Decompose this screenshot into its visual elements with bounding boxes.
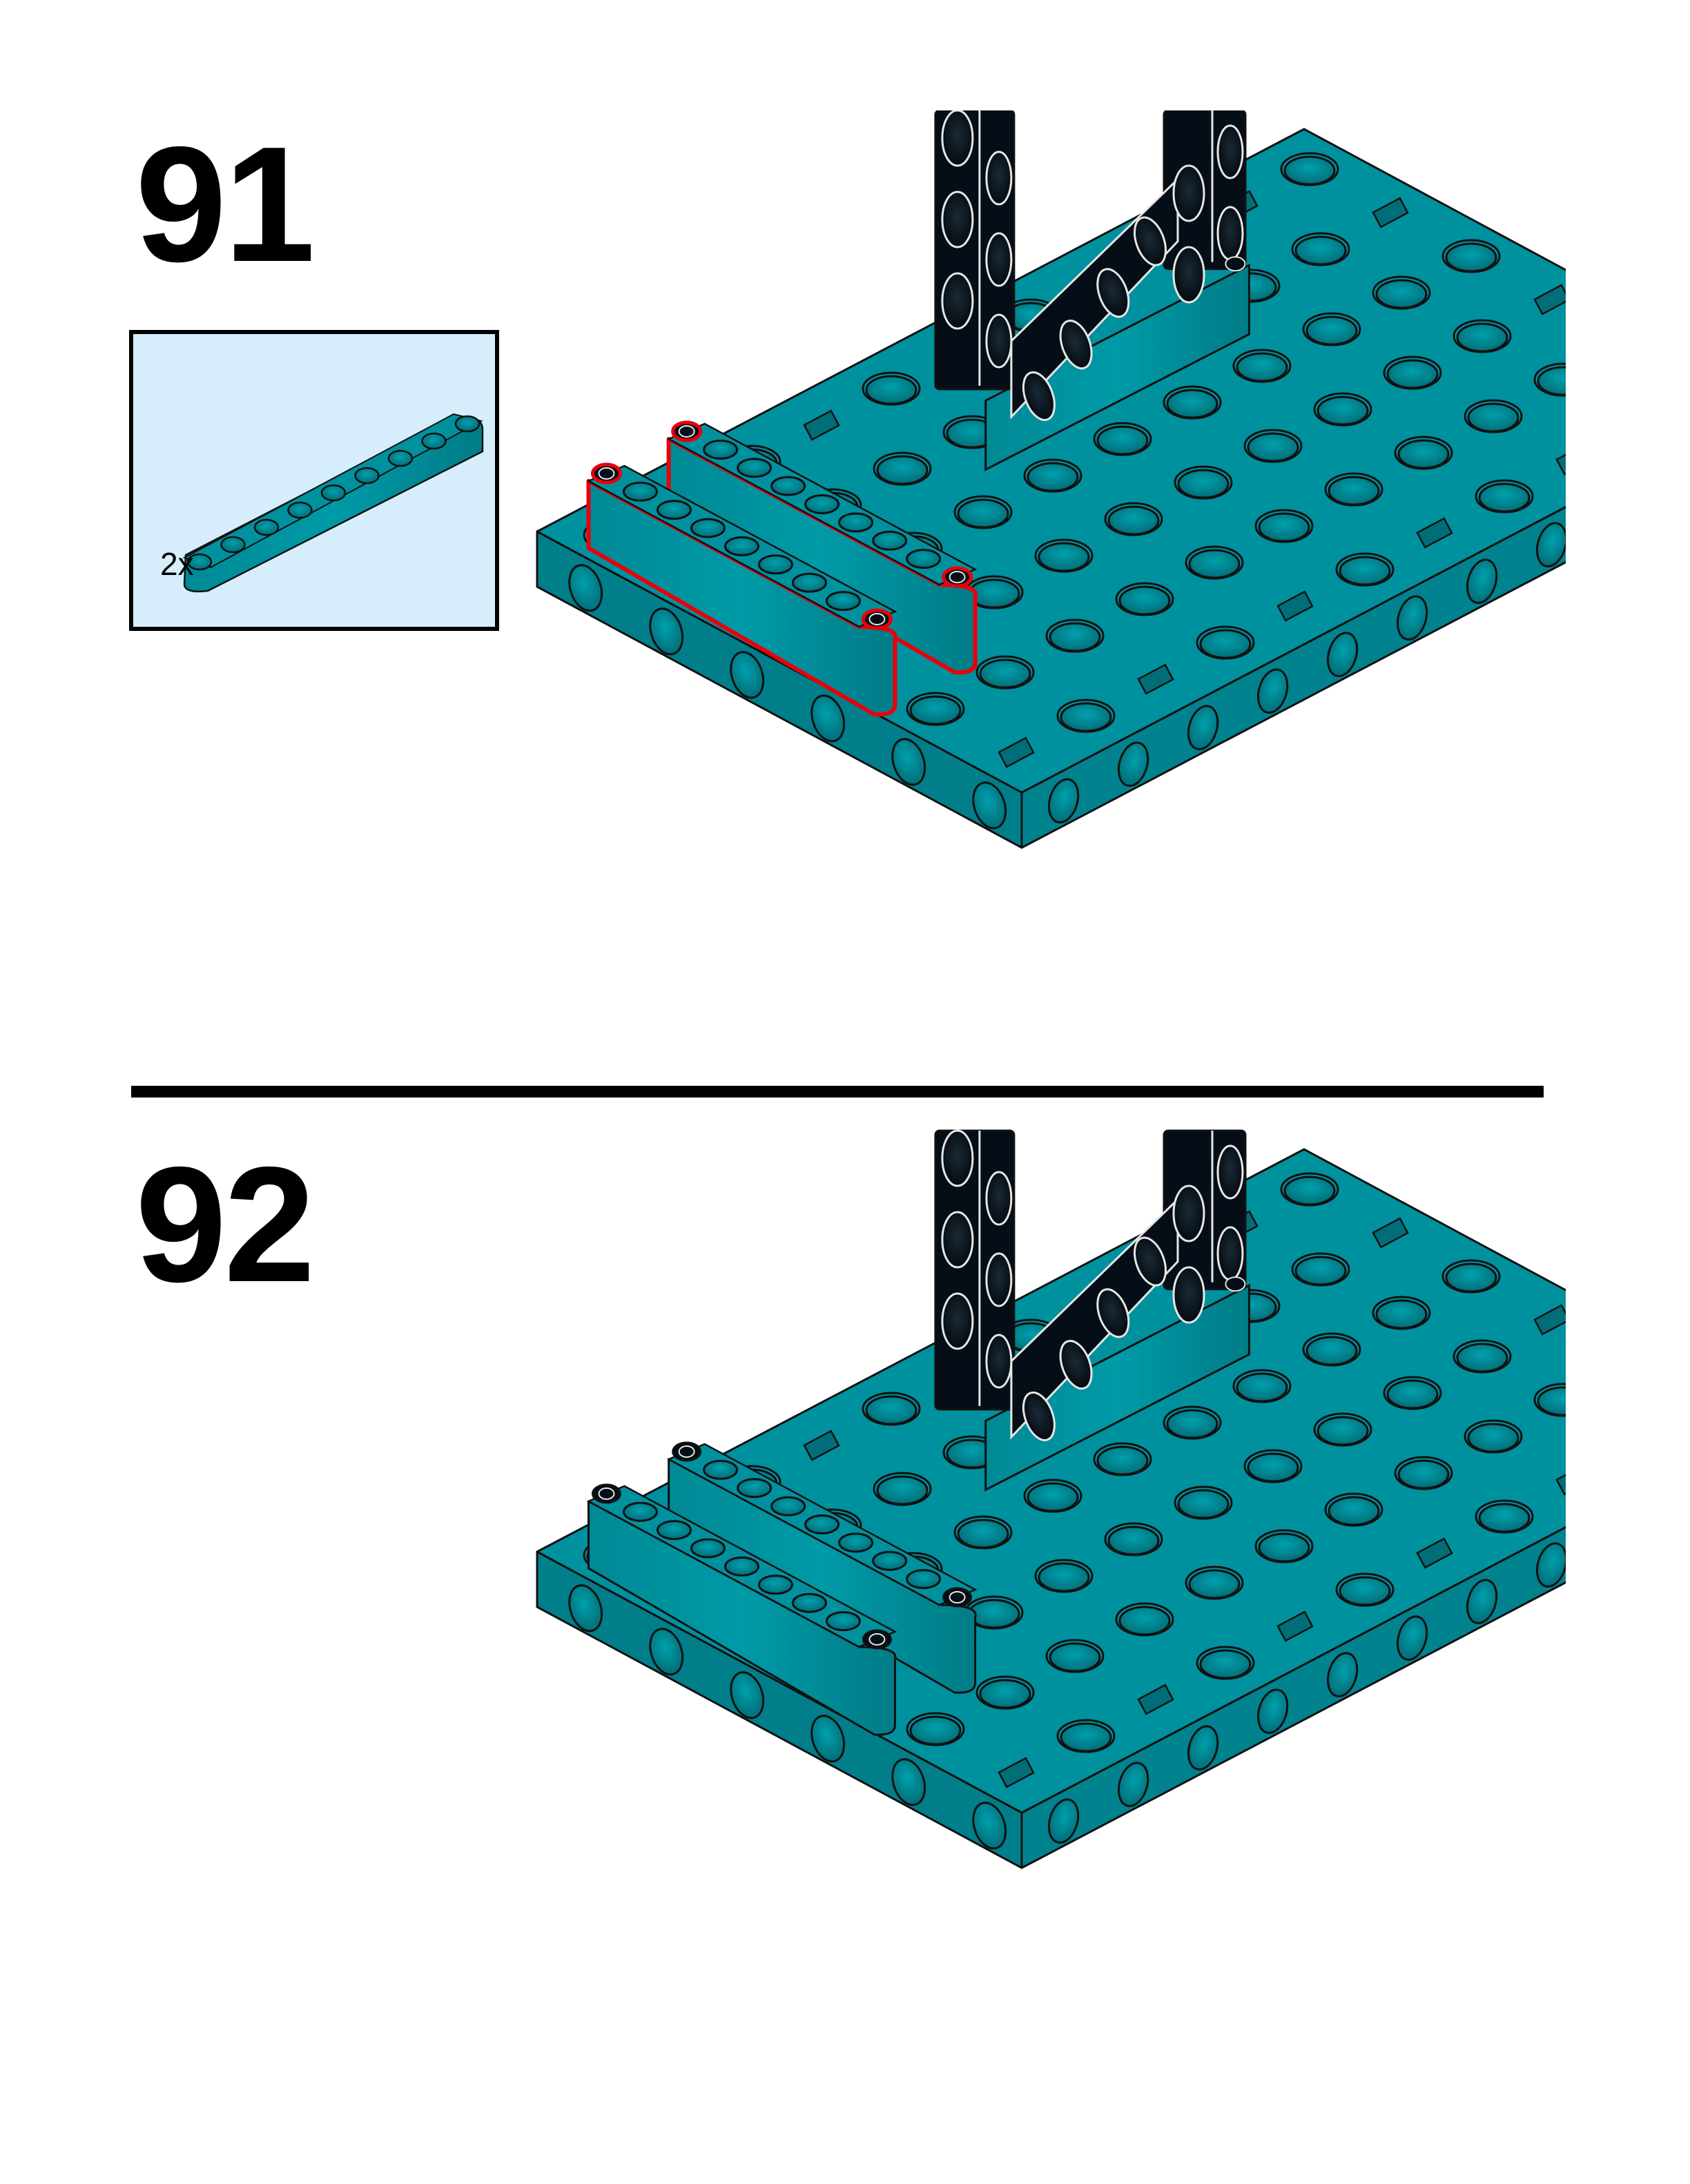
- step-divider: [131, 1086, 1544, 1098]
- beam-1x9: [666, 420, 978, 675]
- beam-1x9: [666, 1441, 978, 1694]
- beam-part-icon: [182, 413, 484, 593]
- assembly-illustration-step-91: [536, 110, 1566, 849]
- step-number-92: 92: [135, 1133, 315, 1316]
- beam-1x9: [586, 462, 897, 717]
- part-quantity: 2x: [160, 546, 194, 582]
- parts-callout: [129, 330, 499, 631]
- beam-1x9: [586, 1483, 897, 1736]
- step-number-91: 91: [135, 113, 315, 296]
